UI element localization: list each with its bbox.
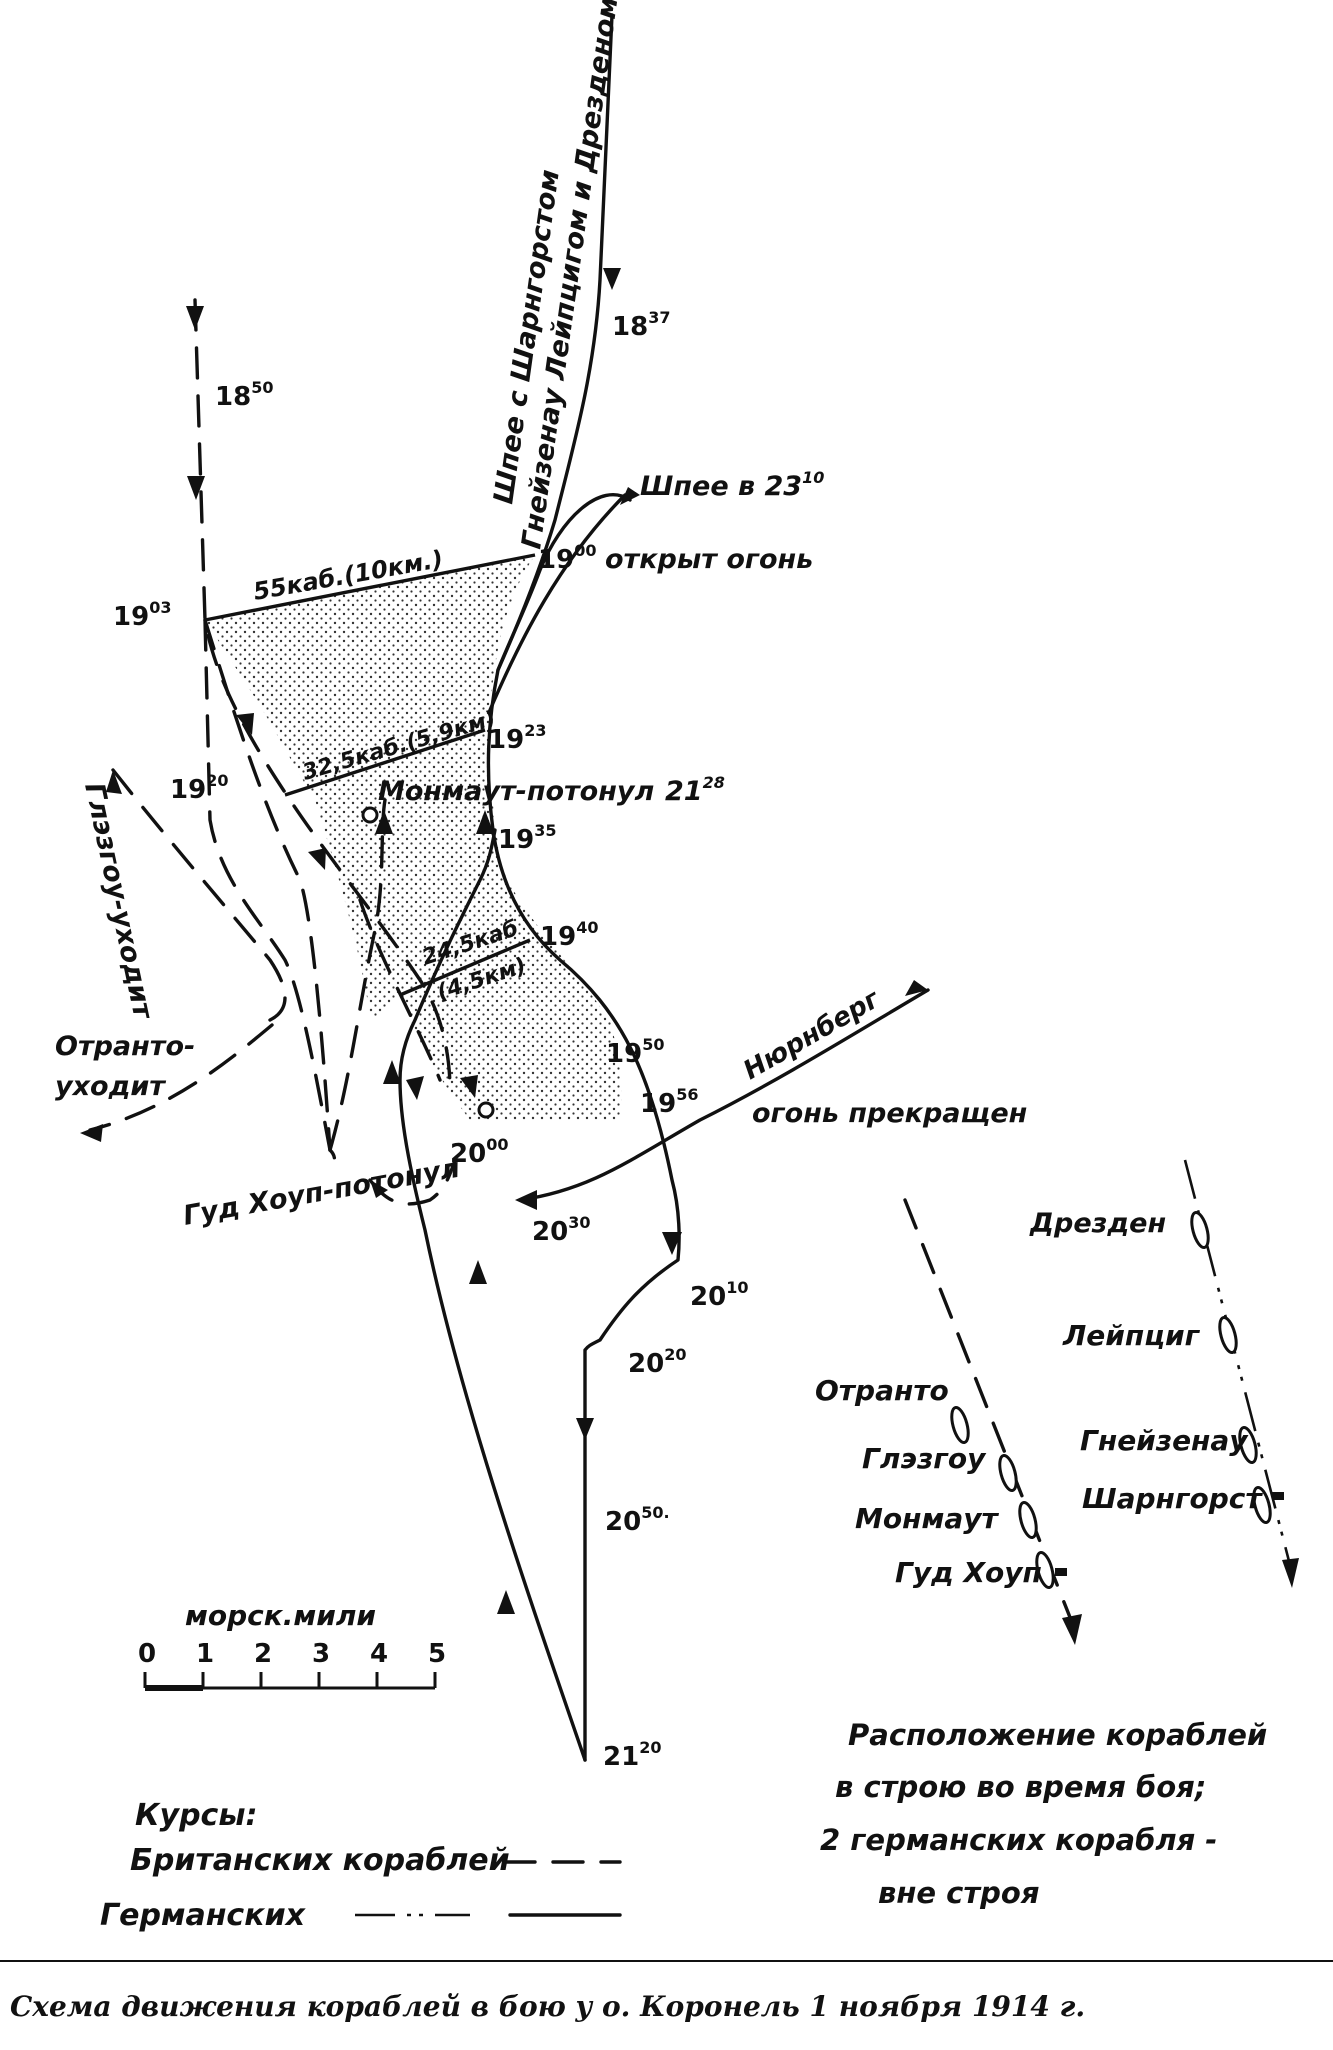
formation-scharnhorst: Шарнгорст: [1082, 1482, 1263, 1515]
formation-note-line2: в строю во время боя;: [835, 1770, 1206, 1804]
formation-dresden: Дрезден: [1029, 1208, 1166, 1239]
time-1940: 1940: [540, 918, 598, 952]
arrow-icon: [662, 1232, 682, 1255]
otranto-leaves-label-line2: уходит: [55, 1071, 166, 1102]
ship-scharnhorst-icon: [1252, 1486, 1272, 1524]
otranto-leaves-course: [88, 1023, 274, 1132]
time-1950: 1950: [606, 1035, 664, 1069]
formation-note-line1: Расположение кораблей: [848, 1718, 1267, 1752]
ship-leipzig-icon: [1218, 1316, 1238, 1354]
arrow-icon: [383, 1060, 401, 1084]
arrow-icon: [106, 770, 122, 794]
formation-note-line4: вне строя: [878, 1876, 1039, 1910]
goodhope-sunk-marker: [477, 1101, 495, 1119]
spee-to-2310-course: [496, 493, 632, 672]
scale-tick-4: 4: [370, 1639, 388, 1669]
formation-leipzig: Лейпциг: [1062, 1319, 1201, 1352]
arrow-icon: [370, 1180, 388, 1198]
time-2050: 2050.: [605, 1503, 670, 1537]
goodhope-sunk-course: [368, 1158, 457, 1206]
formation-glasgow: Глэзгоу: [862, 1442, 987, 1475]
arrow-icon: [515, 1190, 537, 1210]
formation-otranto: Отранто: [815, 1374, 949, 1407]
spee-2310-label: Шпее в 2310: [640, 468, 824, 502]
figure-caption: Схема движения кораблей в бою у о. Корон…: [0, 1960, 1333, 2023]
arrow-icon: [375, 810, 393, 834]
time-1935: 1935: [498, 821, 556, 855]
arrow-icon: [497, 1590, 515, 1614]
scale-bar: [143, 1672, 437, 1691]
arrow-icon: [603, 268, 621, 290]
time-1837: 1837: [612, 308, 670, 342]
scale-title: морск.мили: [185, 1599, 376, 1632]
monmouth-sunk-label: Монмаут-потонул: [378, 776, 654, 807]
ship-glasgow-icon: [998, 1454, 1018, 1492]
nurnberg-label: Нюрнберг: [739, 984, 887, 1086]
arrow-icon: [1282, 1558, 1299, 1588]
british-course-monmouth: [203, 618, 337, 1164]
time-1923: 1923: [488, 721, 546, 755]
arrow-icon: [236, 713, 254, 735]
range-line-3: [399, 938, 531, 997]
fire-ceased-label: огонь прекращен: [752, 1098, 1027, 1129]
arrow-icon: [460, 1075, 478, 1098]
ship-monmouth-icon: [1018, 1501, 1038, 1539]
arrow-icon: [905, 980, 928, 996]
british-course-goodhope: [328, 798, 387, 1152]
arrow-icon: [576, 1418, 594, 1440]
arrow-icon: [1062, 1614, 1082, 1645]
engagement-zone: [205, 555, 622, 1120]
monmouth-sunk-marker: [361, 806, 379, 824]
otranto-leaves-label-line1: Отранто-: [55, 1031, 195, 1062]
time-2120: 2120: [603, 1738, 661, 1772]
time-2020: 2020: [628, 1345, 686, 1379]
scale-tick-2: 2: [254, 1639, 272, 1669]
ship-dresden-icon: [1190, 1211, 1210, 1249]
formation-goodhope: Гуд Хоуп: [895, 1556, 1042, 1589]
legend-german-label: Германских: [100, 1898, 307, 1933]
arrow-icon: [476, 810, 494, 834]
arrow-icon: [308, 848, 326, 870]
time-1900: 1900: [538, 541, 596, 575]
british-course-glasgow: [203, 618, 332, 1152]
flag-icon: [1272, 1492, 1284, 1500]
arrow-icon: [187, 476, 205, 500]
time-1850: 1850: [215, 378, 273, 412]
arrow-icon: [406, 1076, 424, 1100]
formation-monmouth: Монмаут: [855, 1502, 999, 1535]
scale-tick-5: 5: [428, 1639, 446, 1669]
legend-british-label: Британских кораблей: [130, 1843, 510, 1878]
ship-otranto-icon: [950, 1406, 970, 1444]
time-1956: 1956: [640, 1085, 698, 1119]
glasgow-leaves-course: [111, 768, 287, 1022]
arrow-icon: [469, 1260, 487, 1284]
monmouth-sunk-time: 2128: [665, 773, 725, 807]
legend-title: Курсы:: [135, 1798, 257, 1833]
arrow-icon: [620, 487, 640, 505]
spee-after-fire-course: [488, 493, 627, 712]
time-2030: 2030: [532, 1213, 590, 1247]
time-2010: 2010: [690, 1278, 748, 1312]
formation-note-line3: 2 германских корабля -: [820, 1823, 1217, 1857]
nurnberg-course: [518, 988, 930, 1202]
fire-opened-label: открыт огонь: [605, 544, 813, 575]
formation-gneisenau: Гнейзенау: [1080, 1424, 1249, 1457]
flag-icon: [1055, 1568, 1067, 1576]
range-line-2: [284, 728, 486, 797]
ship-goodhope-icon: [1035, 1551, 1055, 1589]
arrow-icon: [186, 306, 204, 330]
arrow-icon: [80, 1124, 103, 1142]
goodhope-sunk-label: Гуд Хоуп-потонул: [181, 1153, 462, 1232]
ship-gneisenau-icon: [1238, 1426, 1258, 1464]
scale-tick-1: 1: [196, 1639, 214, 1669]
scale-tick-3: 3: [312, 1639, 330, 1669]
scale-tick-0: 0: [138, 1639, 156, 1669]
glasgow-leaves-label: Глэзгоу-уходит: [78, 780, 159, 1023]
german-return-course: [398, 828, 587, 1762]
time-1903: 1903: [113, 598, 171, 632]
time-1920: 1920: [170, 771, 228, 805]
range-line-1: [204, 553, 536, 622]
time-2000: 2000: [450, 1135, 508, 1169]
